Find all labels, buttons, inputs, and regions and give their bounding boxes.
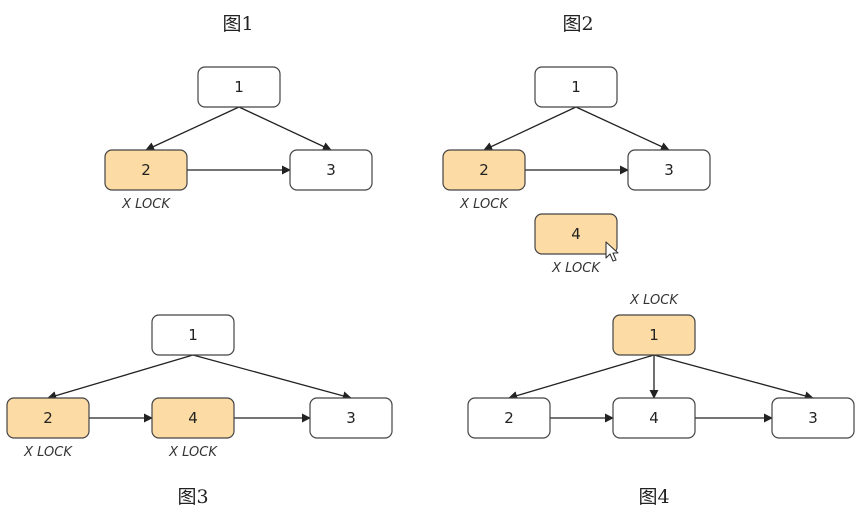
fig1-node-1-box	[197, 66, 281, 108]
fig3-node-2-label: 2	[43, 409, 53, 427]
fig3-node-2-lock-label: X LOCK	[23, 445, 73, 460]
fig4-node-2-label: 2	[504, 409, 514, 427]
figure-1-title: 图1	[222, 13, 253, 35]
fig3-node-4-label: 4	[188, 409, 198, 427]
fig2-node-3-box	[627, 149, 711, 191]
fig2-node-1-label: 1	[571, 78, 581, 96]
fig2-node-4-box	[534, 213, 618, 255]
figure-2-title: 图2	[562, 13, 593, 35]
fig3-node-4-box	[151, 397, 235, 439]
fig4-node-3-label: 3	[808, 409, 818, 427]
mouse-pointer-icon	[605, 241, 619, 262]
fig2-node-1-box	[534, 66, 618, 108]
fig1-edge-1-to-2	[145, 106, 240, 151]
fig1-node-2-label: 2	[141, 161, 151, 179]
fig2-node-2-box	[442, 149, 526, 191]
fig1-edge-1-to-3	[238, 106, 332, 151]
fig2-node-4: 4 X LOCK	[534, 213, 618, 276]
fig2-node-3-label: 3	[664, 161, 674, 179]
fig1-node-3: 3	[289, 149, 373, 191]
fig3-node-1-box	[151, 314, 235, 356]
fig3-node-3-box	[309, 397, 393, 439]
fig2-node-2: 2 X LOCK	[442, 149, 526, 212]
fig2-node-2-label: 2	[479, 161, 489, 179]
fig1-node-1: 1	[197, 66, 281, 108]
fig2-node-1: 1	[534, 66, 618, 108]
fig3-node-2-box	[6, 397, 90, 439]
fig1-node-2-lock-label: X LOCK	[121, 197, 171, 212]
fig2-node-2-lock-label: X LOCK	[459, 197, 509, 212]
fig1-node-2: 2 X LOCK	[104, 149, 188, 212]
fig4-node-4-box	[612, 397, 696, 439]
fig1-node-1-label: 1	[234, 78, 244, 96]
fig3-node-4: 4 X LOCK	[151, 397, 235, 460]
fig4-node-2: 2	[467, 397, 551, 439]
fig4-edge-1-to-2	[508, 354, 655, 401]
fig3-node-4-lock-label: X LOCK	[168, 445, 218, 460]
fig1-node-3-box	[289, 149, 373, 191]
fig2-edge-1-to-3	[575, 106, 670, 151]
fig4-node-4-label: 4	[649, 409, 659, 427]
fig3-node-1: 1	[151, 314, 235, 356]
fig4-node-3-box	[771, 397, 855, 439]
fig4-edge-1-to-3	[653, 354, 814, 401]
fig2-edge-1-to-2	[483, 106, 577, 151]
figure-4-title: 图4	[638, 486, 669, 508]
fig3-node-1-label: 1	[188, 326, 198, 344]
fig4-node-4: 4	[612, 397, 696, 439]
fig3-edge-1-to-2	[47, 354, 194, 401]
fig3-node-2: 2 X LOCK	[6, 397, 90, 460]
fig3-node-3-label: 3	[346, 409, 356, 427]
fig3-node-3: 3	[309, 397, 393, 439]
fig2-node-4-lock-label: X LOCK	[551, 261, 601, 276]
nodes-layer: 1 2 X LOCK 3 1 2 X LOCK 3 4 X LOCK 1 2 X LOCK 4 X LOCK…	[6, 66, 855, 460]
fig4-node-1-label: 1	[649, 326, 659, 344]
fig2-node-4-label: 4	[571, 225, 581, 243]
fig4-node-1-box	[612, 314, 696, 356]
figure-3-title: 图3	[177, 486, 208, 508]
fig1-node-2-box	[104, 149, 188, 191]
fig4-node-3: 3	[771, 397, 855, 439]
fig4-node-1-lock-label: X LOCK	[629, 293, 679, 308]
fig4-node-2-box	[467, 397, 551, 439]
fig3-edge-1-to-3	[192, 354, 352, 401]
fig4-node-1: 1 X LOCK	[612, 293, 696, 356]
fig1-node-3-label: 3	[326, 161, 336, 179]
edges-layer	[47, 106, 814, 423]
fig2-node-3: 3	[627, 149, 711, 191]
